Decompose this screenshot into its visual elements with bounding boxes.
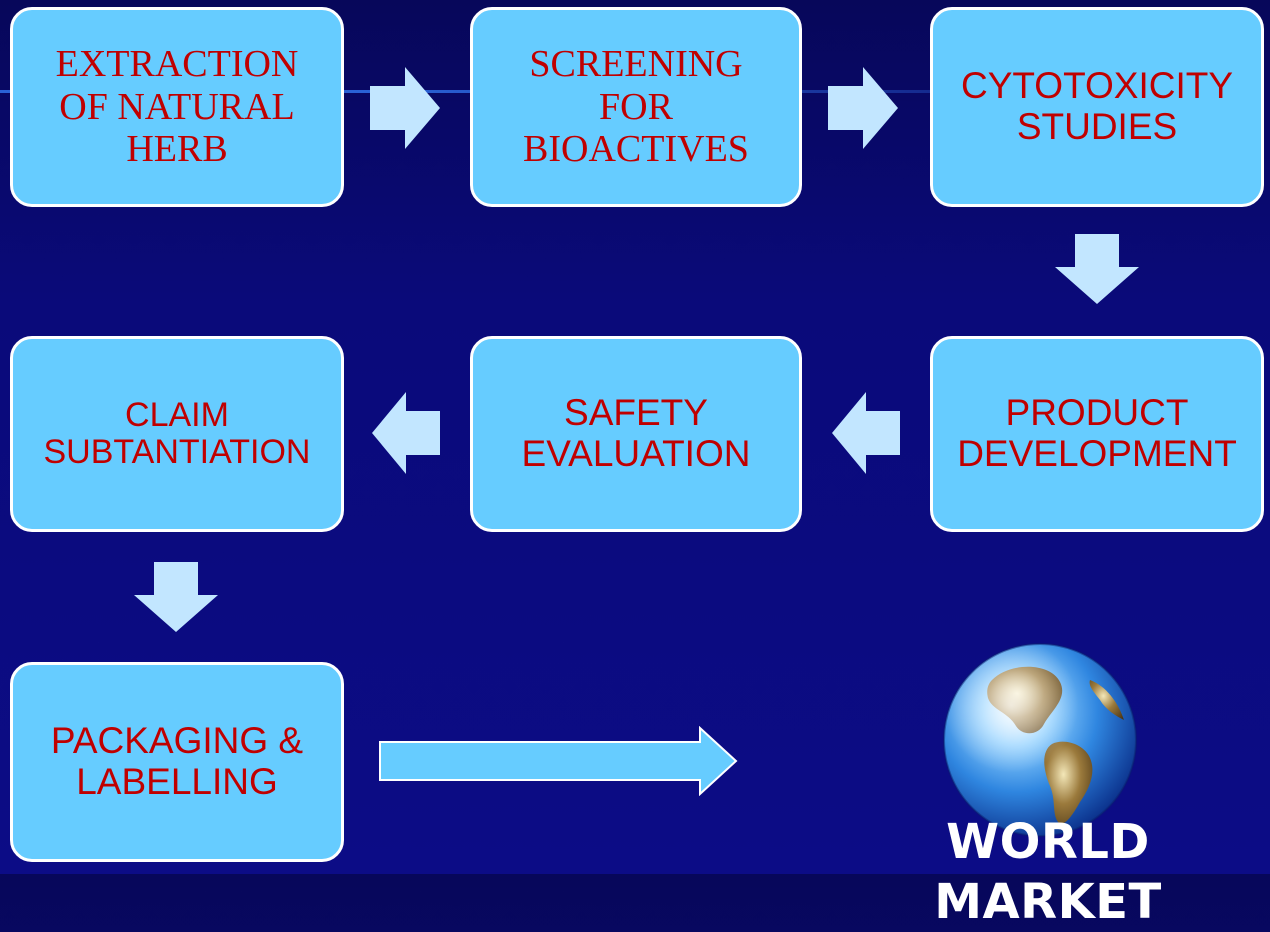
step-safety-label: SAFETY EVALUATION [521, 392, 751, 474]
world-market-label: WORLD MARKET [934, 814, 1162, 930]
step-product-box: PRODUCT DEVELOPMENT [930, 336, 1264, 532]
step-cytotoxicity-label: CYTOTOXICITY STUDIES [960, 65, 1234, 147]
step-claim-label: CLAIM SUBTANTIATION [43, 395, 311, 471]
arrow-long-right-icon [379, 726, 738, 796]
step-extraction-box: EXTRACTION OF NATURAL HERB [10, 7, 344, 207]
arrow-right-icon [828, 67, 898, 149]
arrow-down-icon [134, 562, 218, 632]
step-screening-label: SCREENING FOR BIOACTIVES [523, 43, 749, 171]
step-packaging-label: PACKAGING & LABELLING [50, 720, 304, 802]
arrow-left-icon [832, 392, 900, 474]
globe-icon [943, 643, 1137, 837]
arrow-right-icon [370, 67, 440, 149]
step-claim-box: CLAIM SUBTANTIATION [10, 336, 344, 532]
step-product-label: PRODUCT DEVELOPMENT [957, 392, 1237, 474]
step-screening-box: SCREENING FOR BIOACTIVES [470, 7, 802, 207]
step-extraction-label: EXTRACTION OF NATURAL HERB [55, 43, 299, 171]
step-packaging-box: PACKAGING & LABELLING [10, 662, 344, 862]
arrow-left-icon [372, 392, 440, 474]
step-safety-box: SAFETY EVALUATION [470, 336, 802, 532]
arrow-down-icon [1055, 234, 1139, 304]
step-cytotoxicity-box: CYTOTOXICITY STUDIES [930, 7, 1264, 207]
